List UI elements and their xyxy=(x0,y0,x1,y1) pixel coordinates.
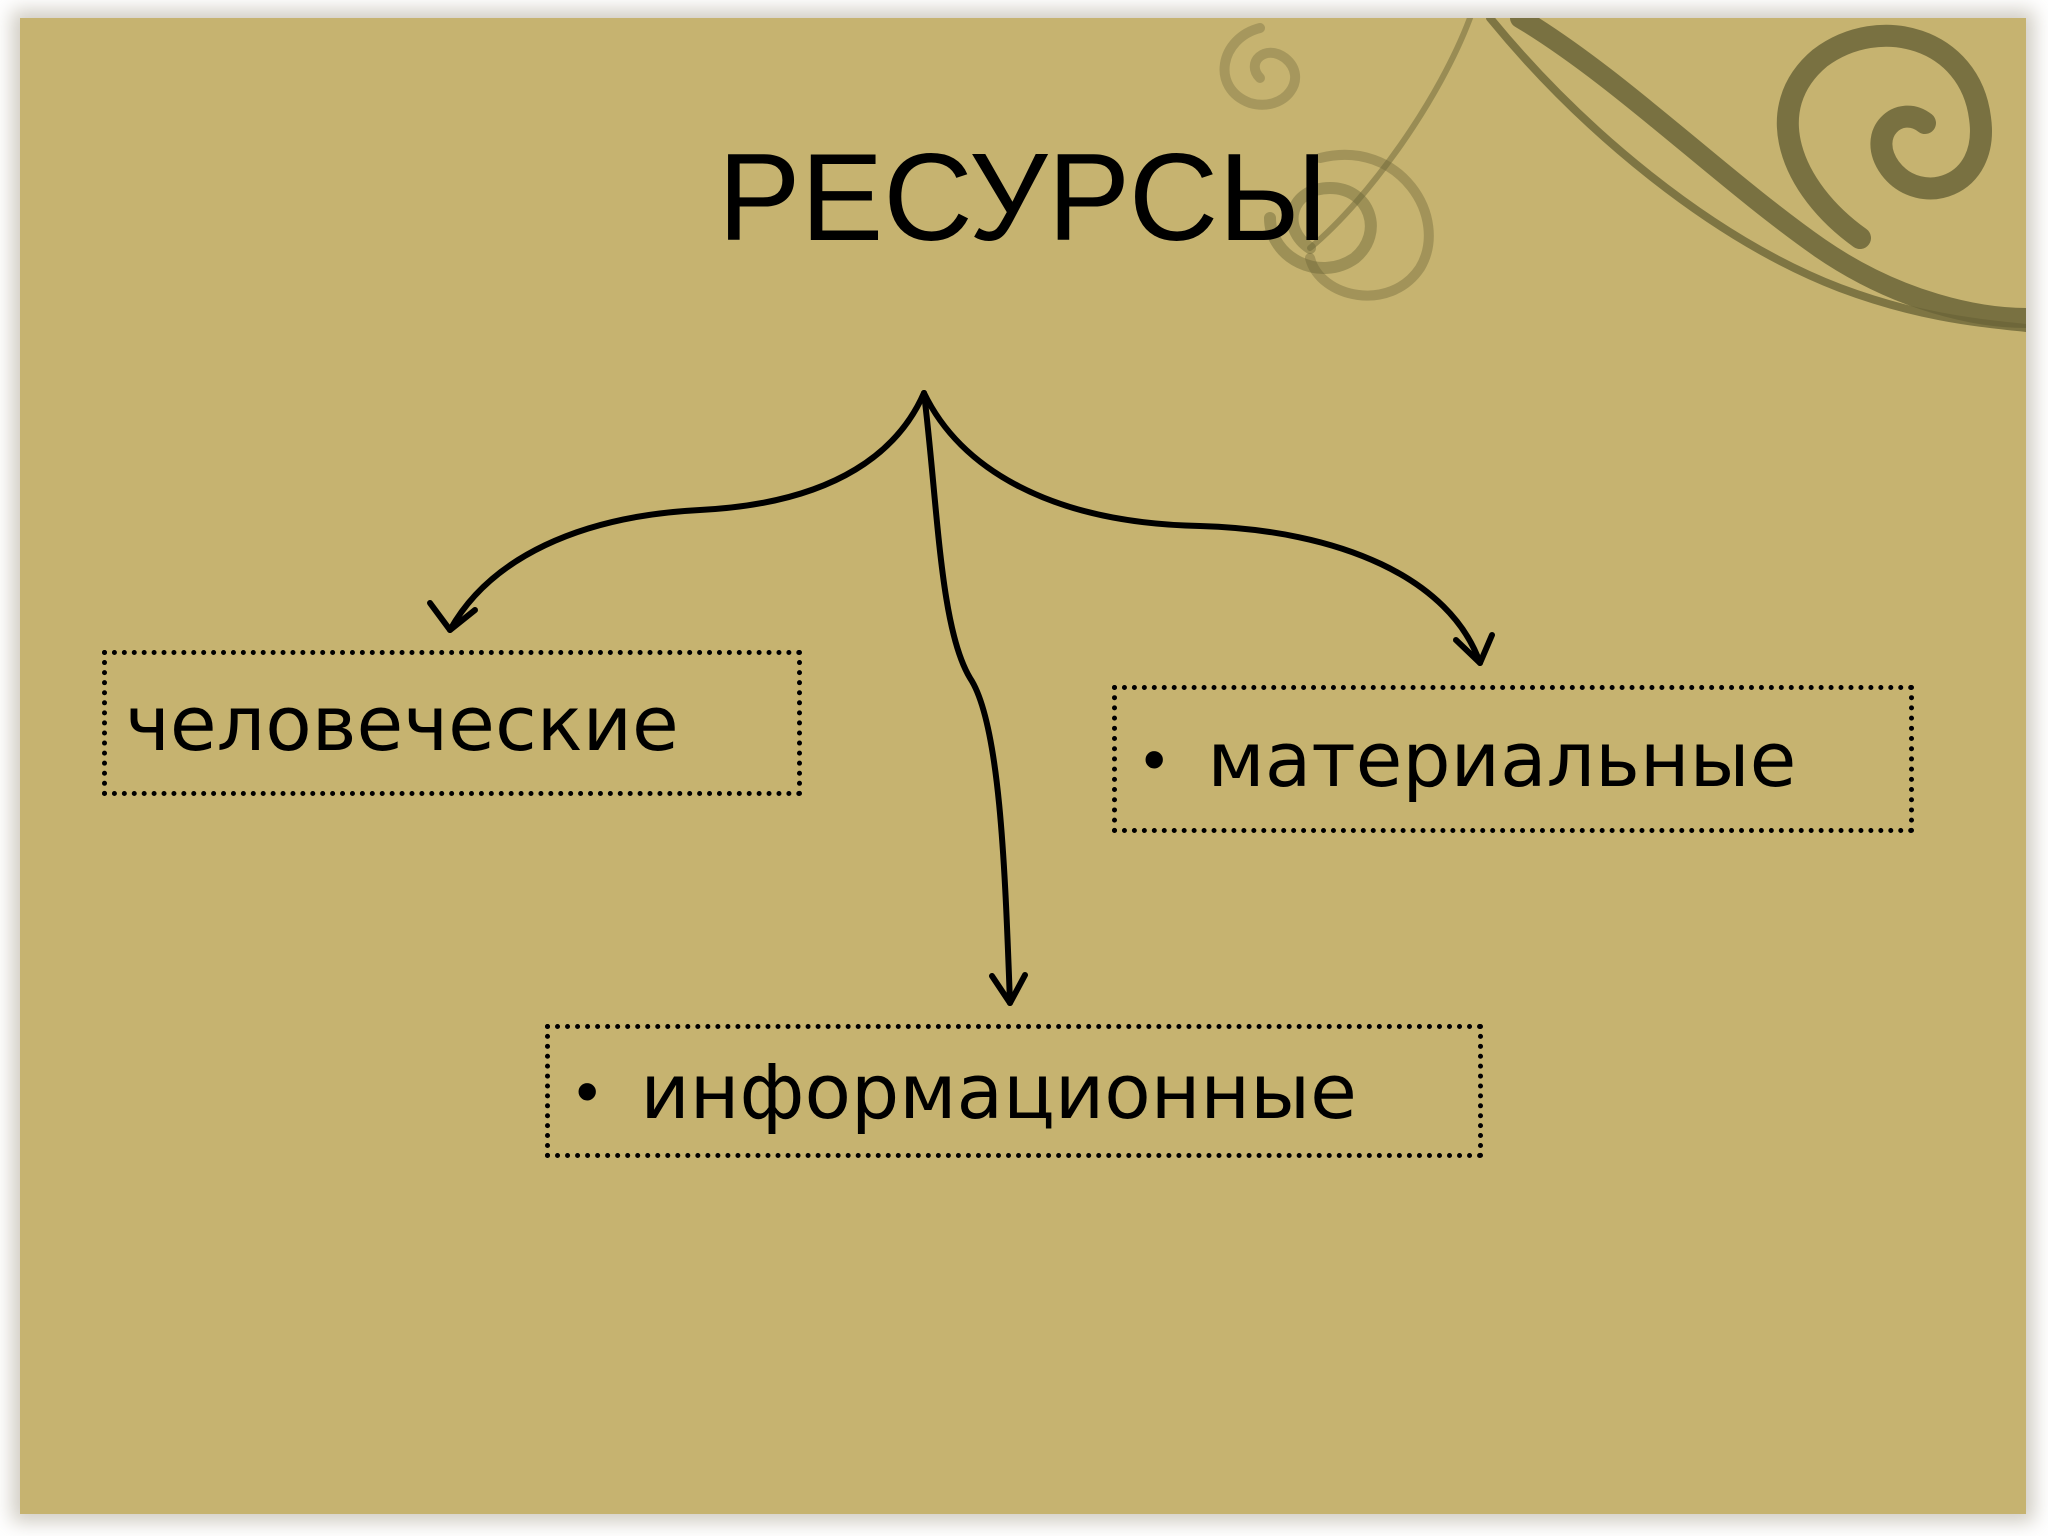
arrow-to-material xyxy=(921,390,1483,666)
arrow-to-human xyxy=(447,390,927,633)
arrowhead-info xyxy=(989,972,1028,1006)
slide: РЕСУРСЫ человеческие • материальные • xyxy=(20,18,2026,1514)
slide-title: РЕСУРСЫ xyxy=(717,129,1329,267)
box-material-resources: • материальные xyxy=(1112,685,1914,833)
arrowhead-human xyxy=(427,600,478,633)
bullet-icon: • xyxy=(1143,723,1166,795)
connector-arrows xyxy=(427,390,1495,1006)
bullet-icon: • xyxy=(576,1055,599,1127)
box-information-resources: • информационные xyxy=(545,1024,1483,1158)
swirl-ornament-icon xyxy=(1219,18,2026,332)
box-human-resources: человеческие xyxy=(102,650,802,796)
box-material-label: материальные xyxy=(1207,714,1797,804)
arrowhead-material xyxy=(1453,632,1495,666)
box-human-label: человеческие xyxy=(125,678,679,768)
box-info-label: информационные xyxy=(640,1046,1357,1136)
arrow-to-info xyxy=(921,390,1013,1006)
